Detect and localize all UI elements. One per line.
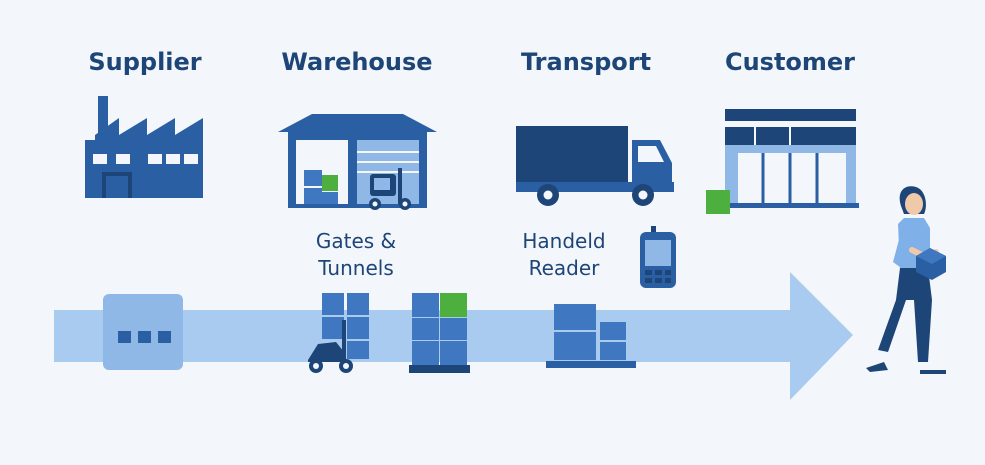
handheld-reader-icon [640,226,676,288]
transport-pallet-icon [546,304,636,368]
person-carrying-box-icon [866,186,946,374]
store-icon [706,109,859,214]
warehouse-icon [278,114,437,210]
stage-title-customer: Customer [724,48,856,76]
stage-title-warehouse: Warehouse [281,48,433,76]
stage-title-supplier: Supplier [88,48,202,76]
handheld-reader-label: Handeld Reader [522,229,606,280]
gates-tunnels-label: Gates & Tunnels [315,229,397,280]
rfid-tag-icon [103,294,183,370]
factory-icon [85,96,203,198]
forklift-icon [308,293,369,373]
stage-title-transport: Transport [520,48,652,76]
truck-icon [516,126,674,206]
pallet-icon [409,293,470,373]
